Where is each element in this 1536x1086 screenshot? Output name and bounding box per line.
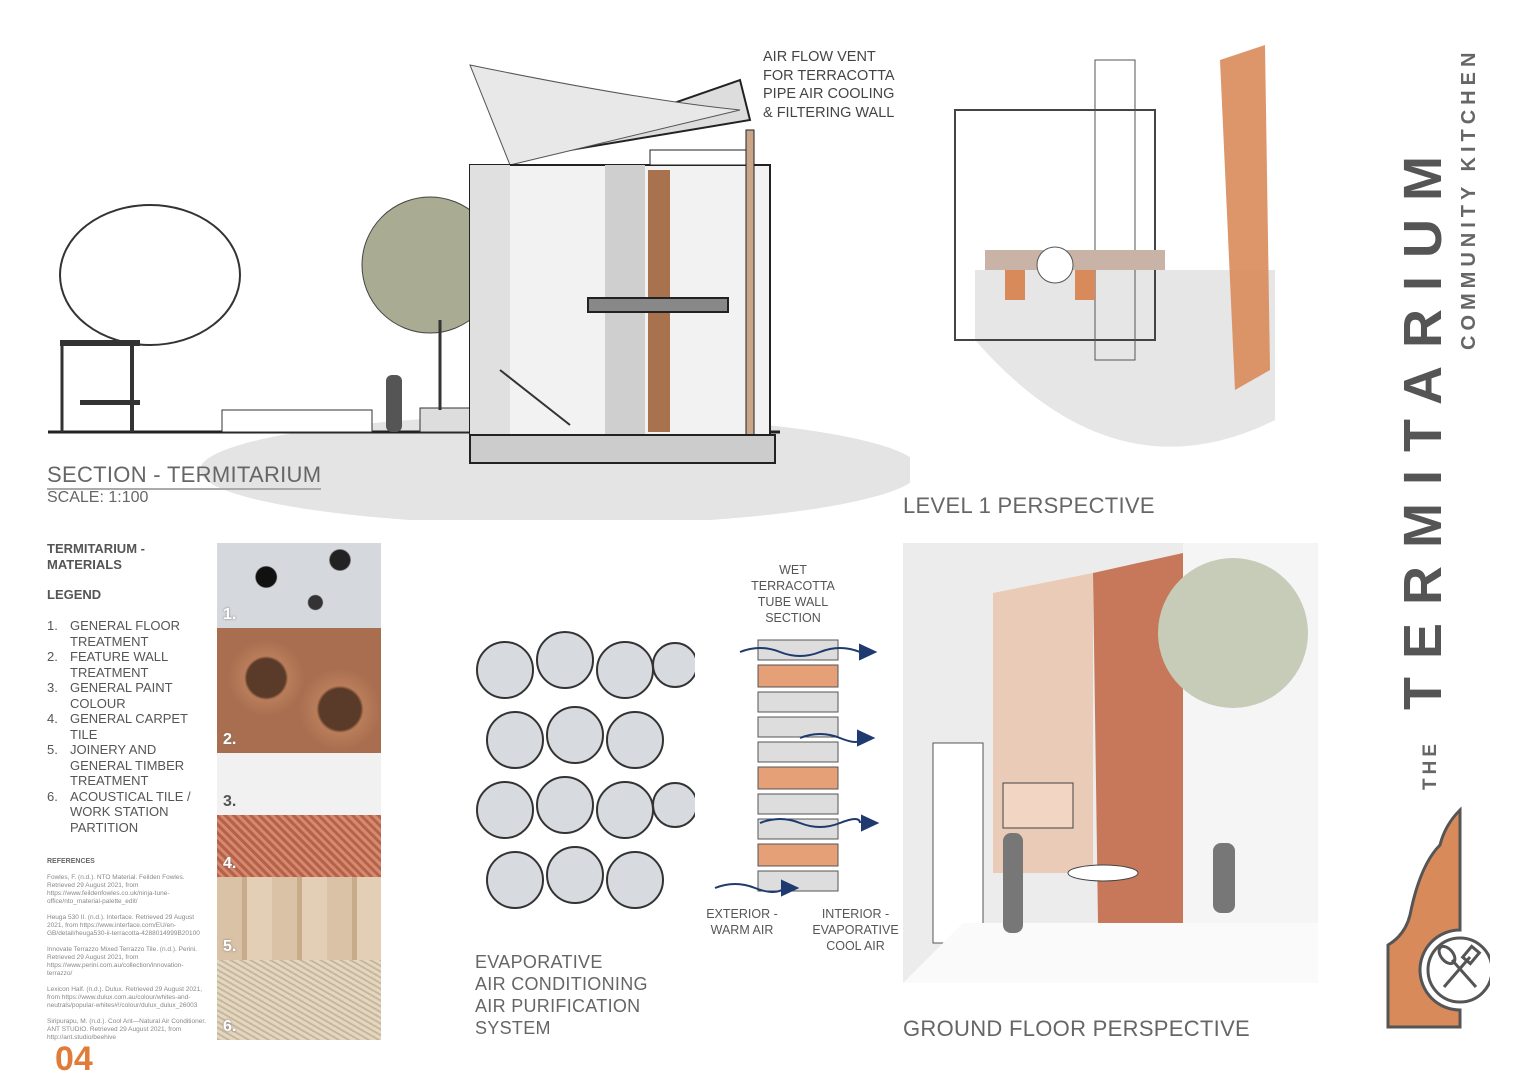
legend-label-text: ACOUSTICAL TILE / WORK STATION PARTITION [70,788,191,835]
evap-title: EVAPORATIVE AIR CONDITIONING AIR PURIFIC… [475,951,648,1039]
exterior-label-line: EXTERIOR - [706,907,778,921]
legend-label-text: FEATURE WALL TREATMENT [70,649,168,680]
page-number: 04 [55,1040,93,1078]
section-title: SECTION - TERMITARIUM [47,462,322,490]
swatch-number: 5. [223,938,237,955]
legend-item: 4. GENERAL CARPET TILE [47,711,207,742]
level1-title: LEVEL 1 PERSPECTIVE [903,493,1155,518]
exterior-label: EXTERIOR - WARM AIR [702,906,782,938]
legend-number: 6. [47,788,58,804]
reference-entry: Siripurapu, M. (n.d.). Cool Ant—Natural … [47,1018,206,1041]
brand-name: TERMITARIUM [1393,138,1453,710]
ground-floor-title: GROUND FLOOR PERSPECTIVE [903,1016,1251,1041]
legend-item: 5. JOINERY AND GENERAL TIMBER TREATMENT [47,742,207,789]
wall-label-line: TERRACOTTA [751,579,835,593]
wall-label-line: SECTION [765,611,821,625]
swatch-number: 2. [223,731,237,748]
ground-floor-perspective-sketch [903,543,1318,983]
swatch-paint: 3. [217,753,381,815]
swatch-timber: 5. [217,877,381,960]
references-title: REFERENCES [47,858,95,865]
swatch-terrazzo: 1. [217,543,381,628]
annotation-line: & FILTERING WALL [763,104,895,121]
swatch-carpet: 4. [217,815,381,877]
swatch-terracotta-tubes: 2. [217,628,381,753]
annotation-line: PIPE AIR COOLING [763,86,895,102]
legend-number: 1. [47,618,58,633]
reference-entry: Heuga 530 II. (n.d.). Interface. Retriev… [47,914,200,937]
reference-entry: Lexicon Half. (n.d.). Dulux. Retrieved 2… [47,986,203,1009]
legend-number: 4. [47,711,58,726]
legend-list: 1. GENERAL FLOOR TREATMENT 2. FEATURE WALL… [47,618,207,835]
terracotta-tubes-sketch [476,631,695,909]
materials-title-line: MATERIALS [47,556,122,572]
swatch-number: 6. [223,1018,237,1035]
wall-section-label: WET TERRACOTTA TUBE WALL SECTION [743,562,843,626]
swatch-number: 3. [223,793,237,810]
wall-label-line: WET [779,563,807,577]
interior-label-line: EVAPORATIVE [812,923,899,937]
annotation-line: FOR TERRACOTTA [763,67,895,84]
interior-label-line: COOL AIR [826,939,885,953]
legend-number: 2. [47,649,58,664]
interior-label-line: INTERIOR - [821,907,890,921]
legend-number: 3. [47,680,58,695]
air-flow-vent-annotation: AIR FLOW VENT FOR TERRACOTTA PIPE AIR CO… [763,48,895,122]
materials-title-line: TERMITARIUM - [47,541,145,556]
reference-entry: Fowles, F. (n.d.). NTO Material. Feilden… [47,874,185,905]
interior-label: INTERIOR - EVAPORATIVE COOL AIR [808,906,903,954]
annotation-line: AIR FLOW VENT [763,49,876,65]
materials-title: TERMITARIUM - MATERIALS [47,541,145,572]
legend-label: LEGEND [47,587,102,602]
wall-section-diagram [714,639,880,897]
evap-title-line: AIR CONDITIONING [475,974,648,994]
swatch-acoustic: 6. [217,960,381,1040]
section-scale: SCALE: 1:100 [47,489,149,506]
legend-label-text: GENERAL FLOOR TREATMENT [70,618,181,649]
exterior-label-line: WARM AIR [710,923,774,937]
evap-title-line: SYSTEM [475,1018,551,1038]
legend-item: 3. GENERAL PAINT COLOUR [47,680,207,711]
references-list: Fowles, F. (n.d.). NTO Material. Feilden… [47,874,207,1050]
evap-title-line: EVAPORATIVE [475,952,603,972]
reference-entry: Innovate Terrazzo Mixed Terrazzo Tile. (… [47,946,198,977]
swatch-number: 4. [223,855,237,872]
brand-the: THE [1420,740,1441,790]
brand-subtitle: COMMUNITY KITCHEN [1458,47,1480,350]
section-drawing [48,64,910,520]
legend-label-text: GENERAL CARPET TILE [70,711,188,742]
legend-item: 1. GENERAL FLOOR TREATMENT [47,618,207,649]
swatch-number: 1. [223,606,237,623]
evap-title-line: AIR PURIFICATION [475,996,641,1016]
level1-perspective-sketch [954,45,1275,447]
legend-label-text: JOINERY AND GENERAL TIMBER TREATMENT [70,742,185,788]
legend-label-text: GENERAL PAINT COLOUR [70,680,173,711]
wall-label-line: TUBE WALL [757,595,829,609]
legend-number: 5. [47,742,58,757]
legend-item: 6. ACOUSTICAL TILE / WORK STATION PARTITI… [47,789,207,836]
logo [1386,806,1490,1029]
spatula-whisk-icon [1437,944,1482,988]
legend-item: 2. FEATURE WALL TREATMENT [47,649,207,680]
